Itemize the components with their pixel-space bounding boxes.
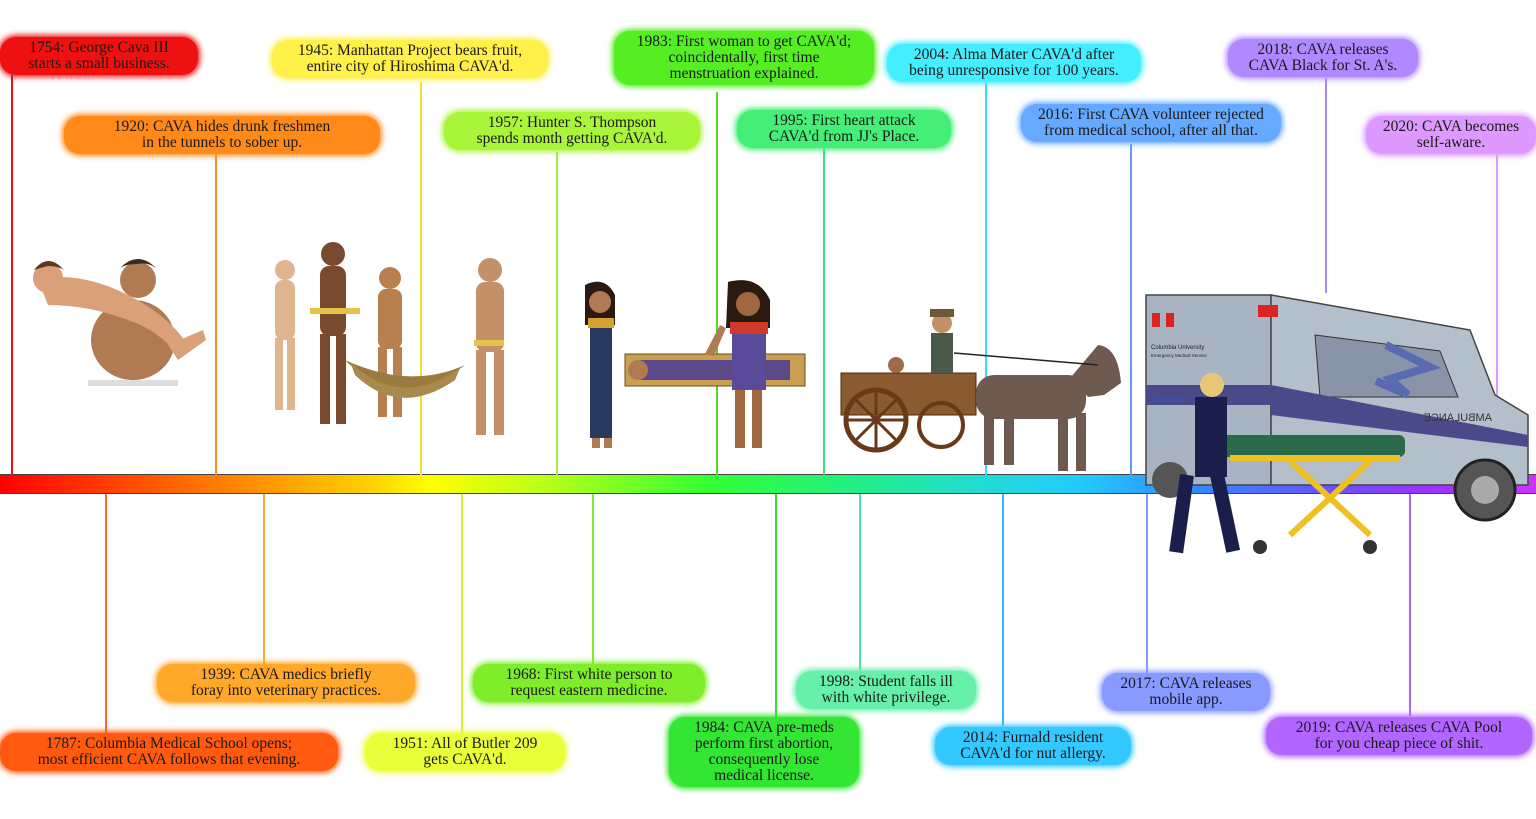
event-text-line: request eastern medicine. [510, 682, 668, 699]
egyptian-illustration [585, 280, 806, 448]
horse-wagon-illustration [840, 309, 1121, 471]
carry-illustration [33, 259, 206, 386]
event-text-line: 1983: First woman to get CAVA'd; [636, 33, 852, 50]
event-text-line: 2004: Alma Mater CAVA'd after [913, 46, 1115, 63]
tick-1957 [556, 152, 558, 475]
event-text-line: 1951: All of Butler 209 [392, 735, 538, 752]
event-text-line: menstruation explained. [669, 65, 819, 82]
tick-1787 [105, 494, 107, 734]
event-text-line: 1945: Manhattan Project bears fruit, [297, 42, 523, 59]
event-text-line: 1968: First white person to [505, 666, 673, 683]
ambulance-hood-text: AMBULANCE [1424, 412, 1492, 424]
hiroshima-group-illustration [275, 242, 504, 435]
event-text-line: 2014: Furnald resident [962, 729, 1104, 746]
tick-2017 [1146, 494, 1148, 674]
event-text-line: foray into veterinary practices. [190, 682, 382, 699]
event-1787: 1787: Columbia Medical School opens;most… [0, 733, 338, 771]
event-1945: 1945: Manhattan Project bears fruit,enti… [272, 40, 548, 78]
event-text-line: being unresponsive for 100 years. [909, 62, 1119, 79]
event-text-line: perform first abortion, [694, 735, 834, 752]
event-text-line: most efficient CAVA follows that evening… [37, 751, 301, 768]
tick-1995 [823, 148, 825, 475]
tick-1920 [215, 155, 217, 475]
event-text-line: coincidentally, first time [668, 49, 820, 66]
event-text-line: 2018: CAVA releases [1257, 41, 1389, 58]
event-text-line: in the tunnels to sober up. [141, 134, 303, 151]
event-text-line: 1920: CAVA hides drunk freshmen [113, 118, 331, 135]
tick-2020 [1496, 155, 1498, 405]
ambulance-side-text: Columbia University [1151, 345, 1204, 351]
ambulance-script-text: The Fed [1152, 394, 1182, 404]
event-text-line: entire city of Hiroshima CAVA'd. [306, 58, 514, 75]
event-text-line: 1939: CAVA medics briefly [200, 666, 372, 683]
tick-1984 [775, 494, 777, 719]
event-text-line: gets CAVA'd. [423, 751, 507, 768]
tick-1945 [420, 82, 422, 475]
tick-2019 [1409, 494, 1411, 716]
event-text-line: consequently lose [708, 751, 820, 768]
event-text-line: from medical school, after all that. [1044, 122, 1258, 139]
event-text-line: 2016: First CAVA volunteer rejected [1038, 106, 1264, 123]
event-text-line: spends month getting CAVA'd. [476, 130, 668, 147]
event-text-line: medical license. [714, 767, 814, 784]
tick-1754 [11, 75, 13, 475]
event-text-line: self-aware. [1416, 134, 1486, 151]
event-text-line: 2017: CAVA releases [1120, 675, 1252, 692]
event-text-line: mobile app. [1149, 691, 1223, 708]
event-text-line: 1998: Student falls ill [819, 673, 953, 690]
event-text-line: 2019: CAVA releases CAVA Pool [1295, 719, 1503, 736]
event-text-line: 1754: George Cava III [29, 39, 169, 56]
tick-1998 [859, 494, 861, 672]
event-text-line: CAVA Black for St. A's. [1248, 57, 1398, 74]
event-text-line: 1957: Hunter S. Thompson [487, 114, 657, 131]
event-text-line: 1984: CAVA pre-meds [694, 719, 834, 736]
tick-1983 [716, 92, 718, 475]
tick-1968 [592, 494, 594, 666]
event-text-line: CAVA'd for nut allergy. [960, 745, 1106, 762]
event-text-line: for you cheap piece of shit. [1314, 735, 1484, 752]
event-text-line: with white privilege. [821, 689, 951, 706]
tick-2018 [1325, 78, 1327, 293]
tick-2016 [1130, 144, 1132, 475]
ambulance-side-subtext: Emergency Medical Service [1151, 353, 1207, 358]
event-text-line: CAVA'd from JJ's Place. [768, 128, 920, 145]
event-text-line: 1995: First heart attack [772, 112, 916, 129]
tick-2014 [1002, 494, 1004, 726]
event-text-line: 2020: CAVA becomes [1382, 118, 1520, 135]
ambulance-illustration: Columbia University Emergency Medical Se… [1145, 294, 1529, 554]
event-text-line: starts a small business. [28, 55, 170, 72]
event-1983: 1983: First woman to get CAVA'd;coincide… [614, 31, 874, 85]
tick-1951 [461, 494, 463, 734]
tick-1939 [263, 494, 265, 666]
event-text-line: 1787: Columbia Medical School opens; [45, 735, 293, 752]
tick-2004 [985, 83, 987, 475]
